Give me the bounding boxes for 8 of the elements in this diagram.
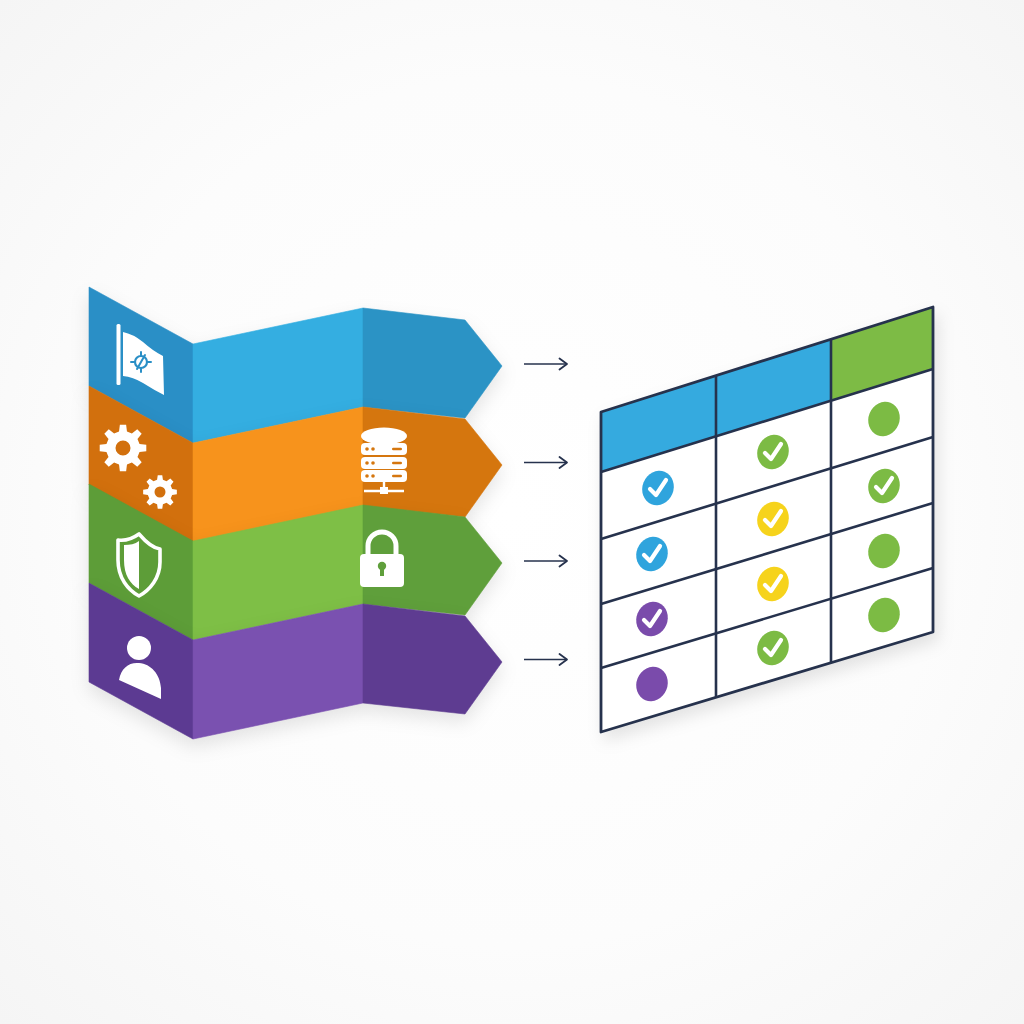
arrow xyxy=(523,456,568,469)
table-grid xyxy=(598,304,936,736)
arrow xyxy=(523,554,568,568)
arrow xyxy=(523,653,568,666)
folded-ribbon-band xyxy=(89,582,503,740)
arrow xyxy=(523,357,568,371)
folded-ribbon-band xyxy=(89,287,503,444)
folded-ribbon-band xyxy=(89,484,503,641)
